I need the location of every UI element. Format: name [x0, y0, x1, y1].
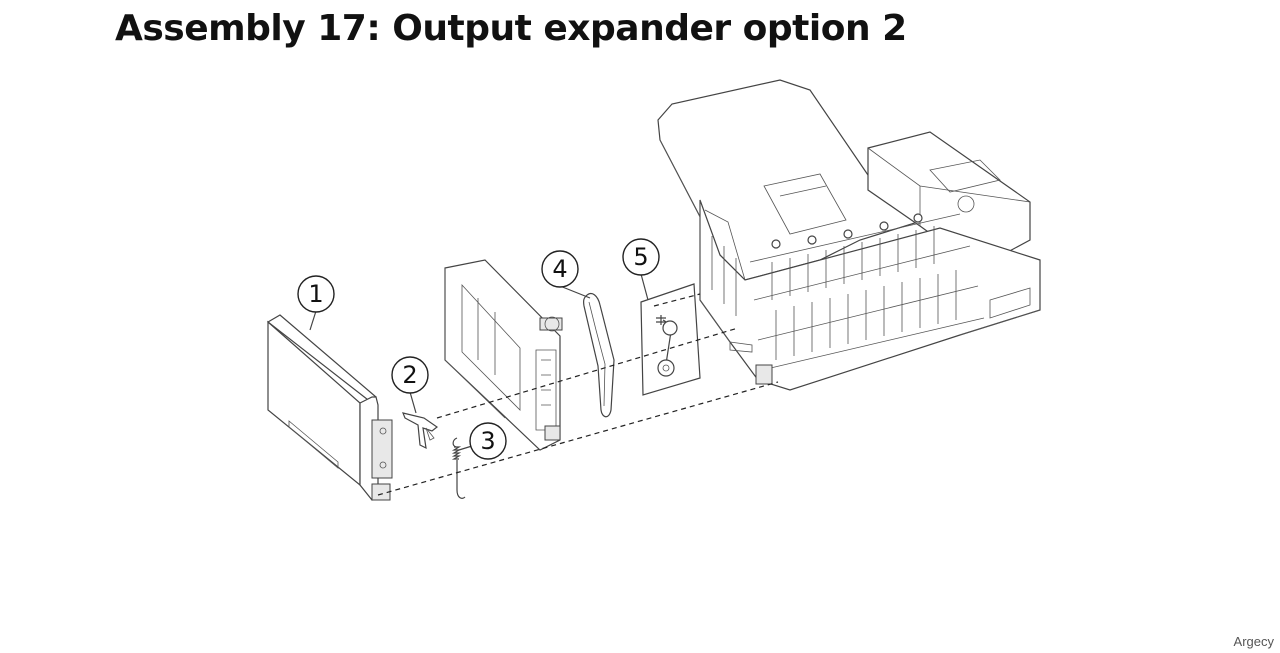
alignment-lines — [377, 293, 779, 496]
watermark: Argecy — [1233, 634, 1274, 649]
callout-1: 1 — [297, 275, 335, 313]
output-expander-unit — [657, 79, 1041, 391]
callout-3-label: 3 — [480, 427, 495, 455]
part-1-side-cover — [266, 314, 393, 501]
part-3-spring — [451, 437, 466, 499]
callout-3: 3 — [469, 422, 507, 460]
part-4-belt — [583, 293, 615, 418]
page-title: Assembly 17: Output expander option 2 — [115, 8, 907, 49]
callout-2-label: 2 — [402, 361, 417, 389]
callout-4-label: 4 — [552, 255, 567, 283]
callout-5-label: 5 — [633, 243, 648, 271]
part-5-arm-assembly — [640, 283, 701, 396]
bracket-frame — [444, 259, 563, 451]
callout-leaders — [309, 273, 649, 451]
callout-4: 4 — [541, 250, 579, 288]
callout-1-label: 1 — [308, 280, 323, 308]
part-2-lever — [402, 412, 439, 450]
callout-5: 5 — [622, 238, 660, 276]
callout-2: 2 — [391, 356, 429, 394]
